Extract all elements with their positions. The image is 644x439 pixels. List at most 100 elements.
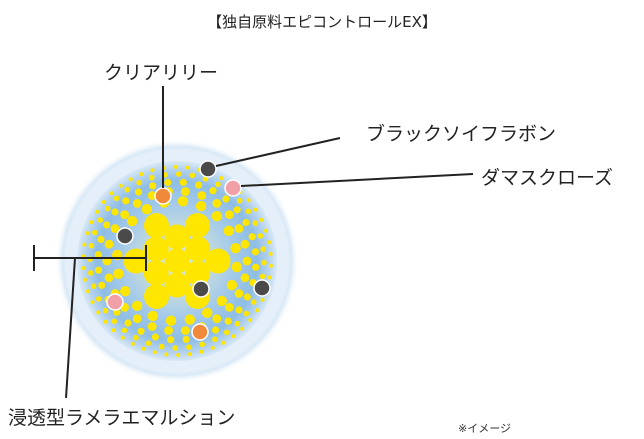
- small-particle: [221, 340, 226, 345]
- small-particle: [189, 172, 196, 179]
- small-particle: [251, 248, 260, 256]
- lamellar-leader-line: [65, 257, 76, 399]
- small-particle: [96, 310, 101, 315]
- small-particle: [164, 178, 172, 187]
- small-particle: [185, 165, 190, 170]
- small-particle: [111, 328, 116, 333]
- small-particle: [113, 195, 120, 202]
- small-particle: [181, 187, 190, 196]
- core-particle: [143, 260, 169, 286]
- small-particle: [248, 233, 256, 241]
- small-particle: [197, 191, 207, 200]
- small-particle: [177, 196, 189, 207]
- core-particle: [143, 236, 169, 262]
- small-particle: [216, 295, 227, 307]
- small-particle: [245, 208, 252, 215]
- small-particle: [243, 310, 250, 317]
- small-particle: [167, 336, 175, 344]
- clear-lily-label: クリアリリー: [104, 62, 219, 84]
- small-particle: [164, 326, 174, 335]
- small-particle: [242, 218, 250, 227]
- small-particle: [195, 181, 203, 189]
- small-particle: [236, 197, 243, 204]
- small-particle: [257, 233, 264, 239]
- small-particle: [101, 200, 106, 204]
- small-particle: [131, 300, 143, 311]
- small-particle: [267, 275, 272, 280]
- small-particle: [252, 220, 259, 226]
- small-particle: [152, 350, 157, 355]
- lamellar-emulsion-label: 浸透型ラメラエマルション: [8, 407, 236, 429]
- small-particle: [88, 242, 95, 249]
- small-particle: [240, 239, 250, 249]
- small-particle: [121, 327, 128, 334]
- small-particle: [164, 352, 169, 357]
- core-particle: [144, 213, 169, 238]
- small-particle: [98, 281, 106, 289]
- small-particle: [210, 345, 215, 350]
- small-particle: [195, 200, 207, 212]
- small-particle: [175, 171, 182, 177]
- small-particle: [234, 289, 244, 298]
- small-particle: [82, 242, 87, 247]
- small-particle: [223, 225, 234, 236]
- core-particles: [123, 213, 231, 309]
- small-particle: [261, 259, 267, 266]
- small-particle: [132, 199, 142, 208]
- small-particle: [95, 296, 102, 302]
- small-particle: [109, 191, 114, 196]
- small-particle: [82, 277, 87, 282]
- small-particle: [147, 310, 159, 322]
- small-particle: [222, 195, 230, 203]
- soy-isoflavone-particle: [192, 280, 210, 298]
- small-particle: [111, 318, 118, 325]
- small-particle: [147, 191, 157, 200]
- small-particle: [104, 205, 111, 212]
- small-particle: [231, 334, 236, 339]
- small-particle: [173, 165, 178, 169]
- small-particle: [149, 174, 155, 181]
- small-particle: [267, 240, 272, 245]
- small-particle: [120, 286, 131, 297]
- leader-lines: [33, 86, 474, 399]
- core-particle: [185, 213, 210, 238]
- small-particle: [182, 335, 190, 344]
- small-particle: [81, 266, 86, 271]
- small-particle: [120, 210, 129, 220]
- core-particle: [185, 236, 211, 262]
- small-particle: [248, 318, 253, 322]
- small-particle: [226, 279, 238, 291]
- small-particle: [260, 297, 265, 302]
- small-particle: [184, 314, 195, 325]
- clear-lily-particle: [191, 323, 209, 341]
- damask-rose-leader-line: [240, 173, 474, 187]
- small-particle: [176, 353, 181, 357]
- small-particle: [118, 183, 123, 188]
- small-particle: [211, 211, 223, 222]
- small-particle: [124, 319, 132, 327]
- small-particle: [103, 221, 111, 229]
- small-particle: [90, 283, 97, 290]
- small-particle: [225, 210, 234, 220]
- small-particle: [240, 326, 245, 331]
- small-particle: [224, 317, 232, 325]
- small-particle: [139, 172, 144, 177]
- core-particle: [123, 248, 149, 274]
- small-particle: [150, 168, 155, 173]
- small-particle: [209, 187, 217, 195]
- damask-rose-particle: [224, 179, 242, 197]
- small-particle: [252, 263, 260, 271]
- small-particle: [85, 231, 90, 236]
- small-particle: [133, 334, 139, 341]
- small-particle: [253, 207, 258, 212]
- soy-isoflavone-leader-line: [215, 137, 341, 167]
- small-particle: [179, 178, 187, 186]
- small-particle: [243, 293, 251, 301]
- small-particle: [104, 239, 114, 249]
- diagram-title: 【独自原料エピコントロールEX】: [207, 13, 437, 31]
- small-particle: [103, 319, 108, 324]
- small-particle: [145, 340, 152, 347]
- core-particle: [185, 260, 211, 286]
- small-particle: [199, 341, 205, 348]
